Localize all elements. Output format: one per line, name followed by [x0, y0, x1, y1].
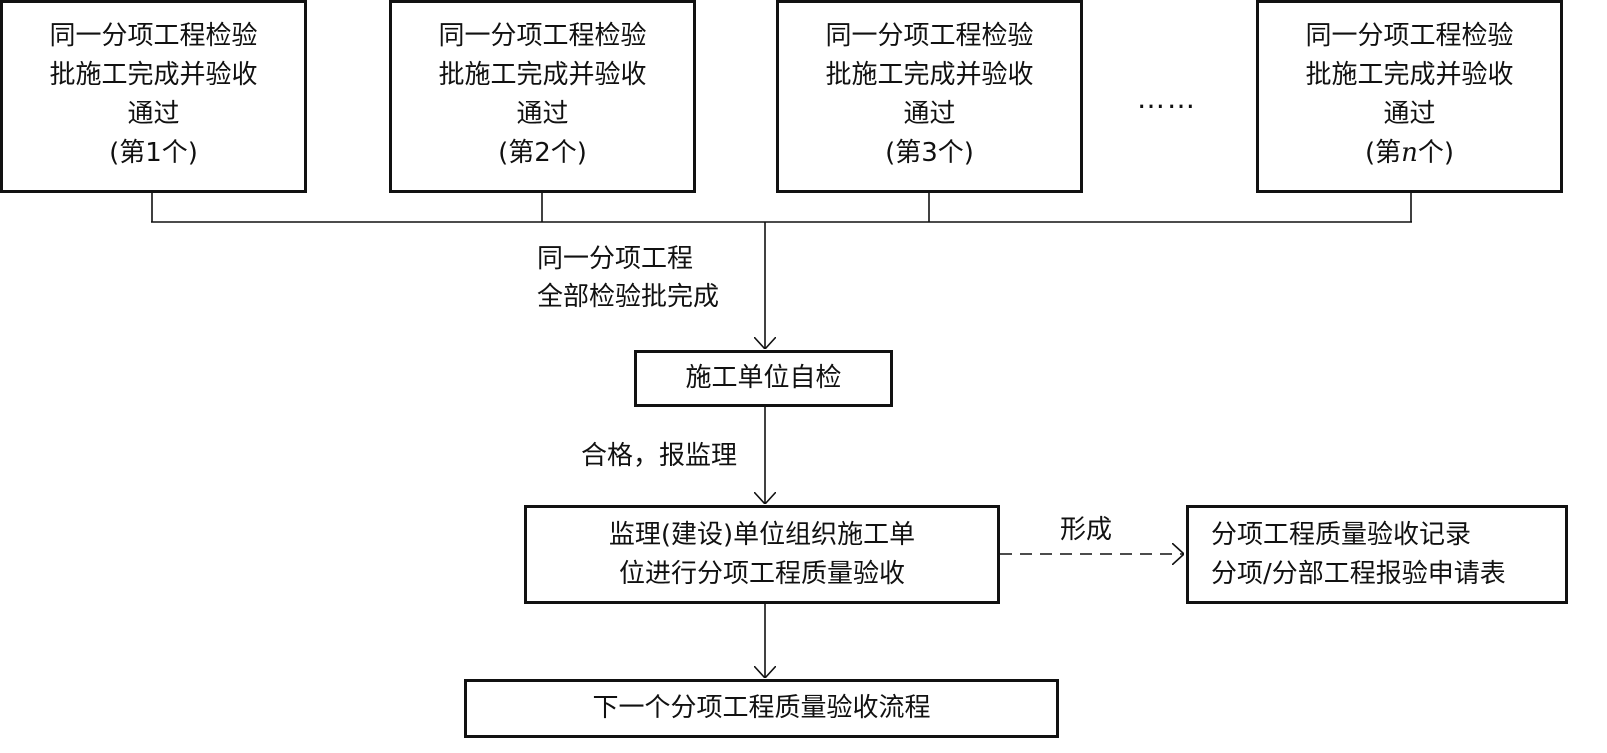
batch-2-sequence: (第2个) — [498, 138, 587, 168]
batch-3-line3: 通过 — [903, 99, 956, 129]
merge-label: 同一分项工程 全部检验批完成 — [537, 240, 719, 316]
record-box: 分项工程质量验收记录 分项/分部工程报验申请表 — [1186, 505, 1568, 604]
next-process-box: 下一个分项工程质量验收流程 — [464, 679, 1059, 738]
record-line2: 分项/分部工程报验申请表 — [1211, 558, 1506, 589]
form-label: 形成 — [1060, 515, 1113, 545]
batch-box-n: 同一分项工程检验 批施工完成并验收 通过 (第n个) — [1256, 0, 1563, 193]
supervision-line1: 监理(建设)单位组织施工单 — [608, 519, 916, 550]
batch-2-line1: 同一分项工程检验 — [438, 21, 647, 51]
batch-n-line3: 通过 — [1383, 99, 1436, 129]
batch-box-2: 同一分项工程检验 批施工完成并验收 通过 (第2个) — [389, 0, 696, 193]
batch-n-line2: 批施工完成并验收 — [1305, 60, 1514, 90]
batch-n-sequence: (第n个) — [1364, 138, 1455, 168]
self-check-text: 施工单位自检 — [685, 363, 842, 393]
batch-1-sequence: (第1个) — [109, 138, 198, 168]
qualified-label: 合格，报监理 — [581, 441, 738, 471]
supervision-line2: 位进行分项工程质量验收 — [618, 558, 905, 589]
merge-label-line2: 全部检验批完成 — [537, 282, 720, 312]
batch-1-line3: 通过 — [127, 99, 180, 129]
batch-box-3: 同一分项工程检验 批施工完成并验收 通过 (第3个) — [776, 0, 1083, 193]
batch-2-line2: 批施工完成并验收 — [438, 60, 647, 90]
self-check-box: 施工单位自检 — [634, 350, 893, 407]
batch-1-line1: 同一分项工程检验 — [49, 21, 258, 51]
batch-ellipsis: …… — [1137, 82, 1197, 115]
record-line1: 分项工程质量验收记录 — [1211, 519, 1472, 550]
batch-3-line2: 批施工完成并验收 — [825, 60, 1034, 90]
merge-label-line1: 同一分项工程 — [537, 244, 694, 274]
batch-box-1: 同一分项工程检验 批施工完成并验收 通过 (第1个) — [0, 0, 307, 193]
batch-n-line1: 同一分项工程检验 — [1305, 21, 1514, 51]
batch-1-line2: 批施工完成并验收 — [49, 60, 258, 90]
next-process-text: 下一个分项工程质量验收流程 — [592, 693, 931, 723]
batch-3-line1: 同一分项工程检验 — [825, 21, 1034, 51]
batch-3-sequence: (第3个) — [885, 138, 974, 168]
supervision-box: 监理(建设)单位组织施工单 位进行分项工程质量验收 — [524, 505, 1000, 604]
batch-2-line3: 通过 — [516, 99, 569, 129]
